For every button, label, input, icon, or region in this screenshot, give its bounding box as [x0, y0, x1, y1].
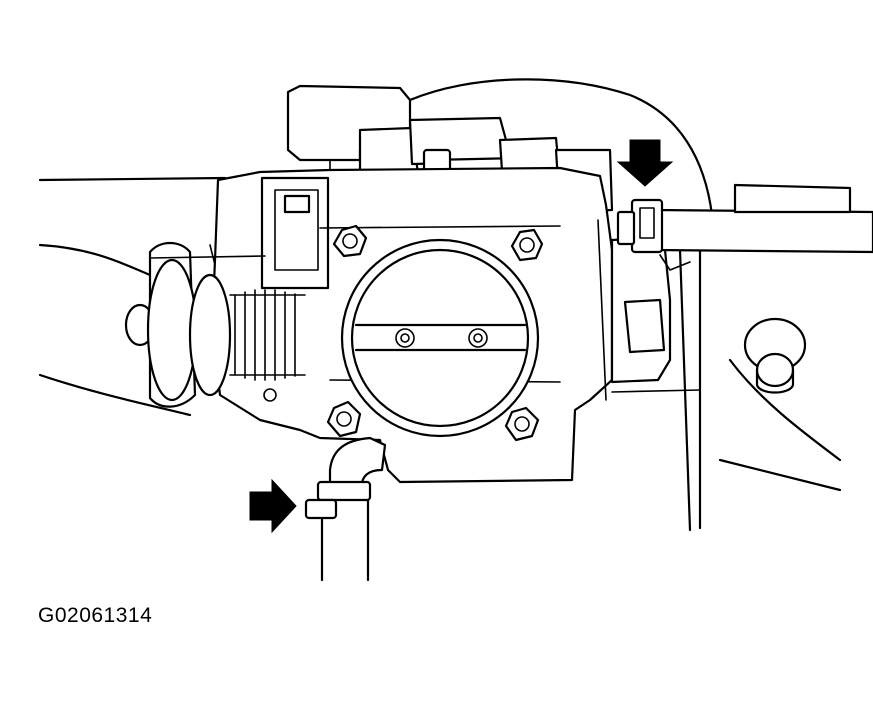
- bolt-lower-left: [326, 400, 362, 438]
- right-fitting: [743, 317, 807, 394]
- throttle-linkage: [124, 241, 306, 408]
- callout-arrow-down: [616, 139, 674, 187]
- callout-arrow-right: [249, 478, 297, 534]
- return-spring: [229, 289, 306, 381]
- lower-hose: [304, 436, 387, 582]
- bolt-lower-right: [504, 406, 540, 442]
- idle-air-control: [610, 236, 701, 393]
- figure-id-label: G02061314: [38, 604, 153, 627]
- mounting-bolts: [326, 224, 544, 442]
- bolt-upper-right: [510, 228, 544, 262]
- bolt-upper-left: [332, 224, 368, 258]
- upper-hose: [616, 183, 873, 271]
- throttle-bore: [340, 238, 540, 438]
